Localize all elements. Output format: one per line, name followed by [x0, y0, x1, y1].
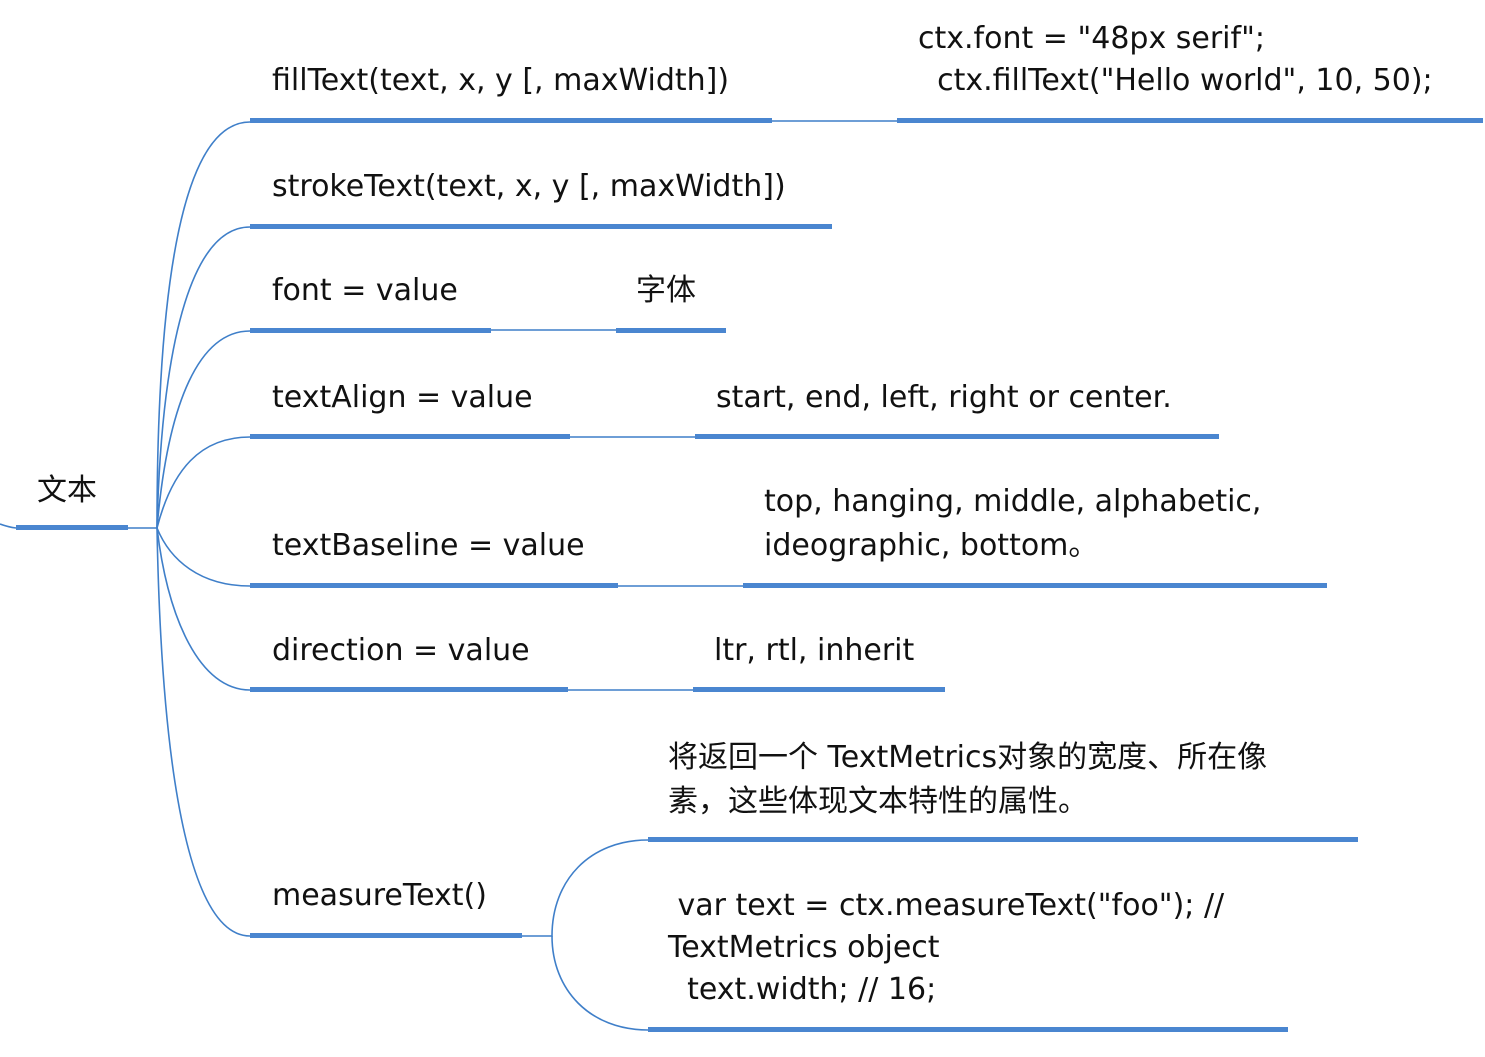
child-filltext-line-1[interactable]: ctx.font = "48px serif";	[918, 21, 1265, 56]
root-node-underline	[16, 525, 128, 530]
branch-measuretext-label[interactable]: measureText()	[272, 878, 487, 913]
child-direction-underline	[693, 687, 945, 692]
branch-direction-underline	[250, 687, 568, 692]
branch-measuretext-underline	[250, 933, 522, 938]
root-node-label[interactable]: 文本	[37, 473, 97, 508]
connector-measuretext-child-1	[522, 839, 649, 937]
connector-root-to-filltext	[128, 121, 251, 529]
branch-direction-label[interactable]: direction = value	[272, 633, 530, 668]
branch-textbaseline-underline	[250, 583, 618, 588]
child-measuretext-desc-underline	[648, 837, 1358, 842]
child-textbaseline-line-1[interactable]: top, hanging, middle, alphabetic,	[764, 484, 1262, 519]
connector-root-to-font	[156, 330, 251, 529]
connector-root-to-textbaseline	[156, 527, 251, 587]
child-measuretext-code-underline	[648, 1027, 1288, 1032]
connector-root-to-measuretext	[156, 527, 251, 937]
child-textbaseline-line-2[interactable]: ideographic, bottom。	[764, 528, 1099, 563]
child-direction-label[interactable]: ltr, rtl, inherit	[714, 633, 915, 668]
branch-font-underline	[250, 328, 491, 333]
branch-filltext-label[interactable]: fillText(text, x, y [, maxWidth])	[272, 63, 730, 98]
child-textalign-underline	[695, 434, 1219, 439]
child-filltext-line-2[interactable]: ctx.fillText("Hello world", 10, 50);	[918, 63, 1433, 98]
child-measuretext-code-line-1[interactable]: var text = ctx.measureText("foo"); //	[668, 888, 1225, 923]
branch-textbaseline-label[interactable]: textBaseline = value	[272, 528, 585, 563]
connector-measuretext-child-2	[551, 935, 649, 1031]
child-measuretext-desc-line-1[interactable]: 将返回一个 TextMetrics对象的宽度、所在像	[668, 740, 1268, 775]
branch-textalign-underline	[250, 434, 570, 439]
branch-textalign-label[interactable]: textAlign = value	[272, 380, 533, 415]
child-measuretext-code-line-3[interactable]: text.width; // 16;	[668, 972, 937, 1007]
connector-root-to-textalign	[156, 436, 251, 529]
child-font-underline	[616, 328, 726, 333]
connector-root-to-direction	[156, 527, 251, 691]
child-measuretext-desc-line-2[interactable]: 素，这些体现文本特性的属性。	[668, 784, 1088, 819]
child-textbaseline-underline	[743, 583, 1327, 588]
branch-filltext-underline	[250, 118, 772, 123]
child-filltext-underline	[897, 118, 1483, 123]
root-stub-connector	[0, 523, 17, 529]
child-textalign-label[interactable]: start, end, left, right or center.	[716, 380, 1172, 415]
branch-stroketext-label[interactable]: strokeText(text, x, y [, maxWidth])	[272, 169, 786, 204]
branch-font-label[interactable]: font = value	[272, 273, 458, 308]
branch-stroketext-underline	[250, 224, 832, 229]
connector-root-to-stroketext	[156, 226, 251, 529]
child-font-label[interactable]: 字体	[636, 273, 696, 308]
child-measuretext-code-line-2[interactable]: TextMetrics object	[668, 930, 940, 965]
